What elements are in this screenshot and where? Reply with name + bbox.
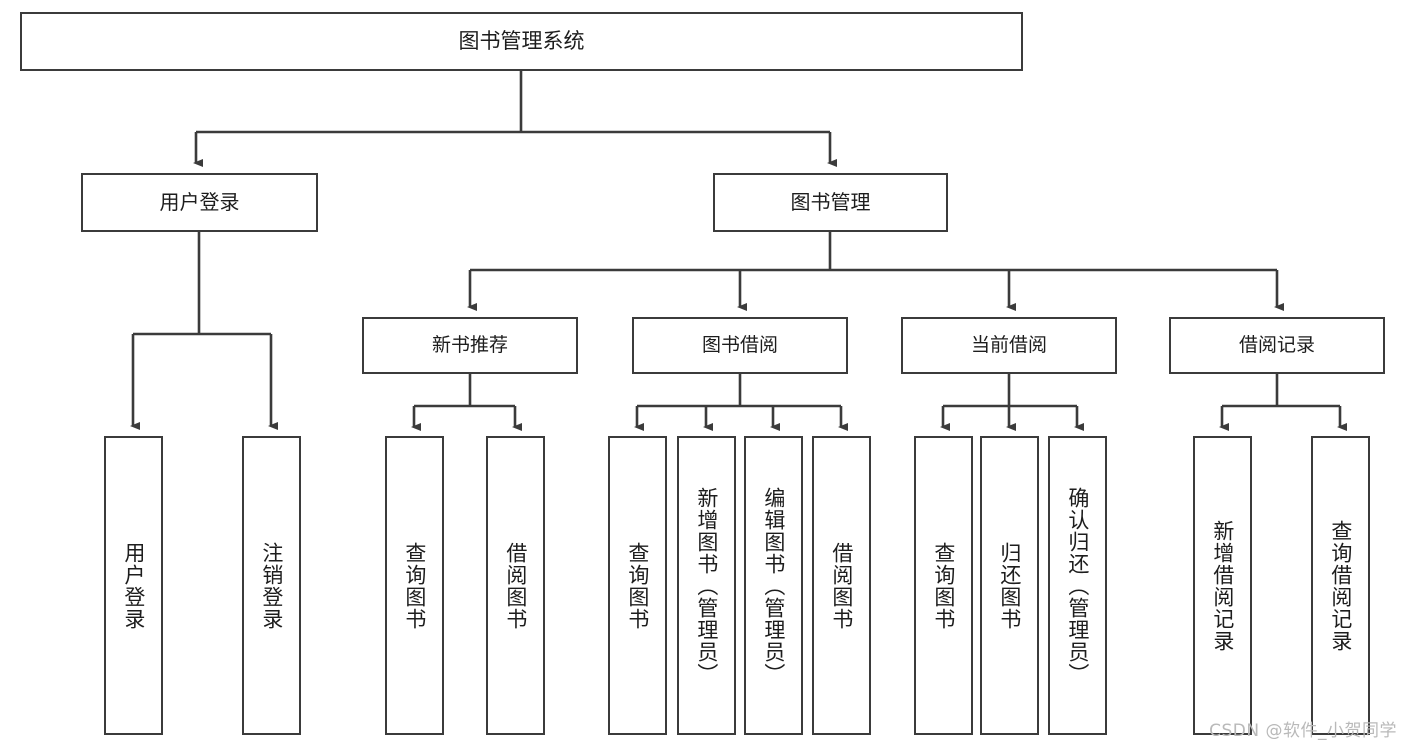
leaf-book-borrow-edit-book-admin[interactable]: 编辑图书（管理员） bbox=[744, 436, 803, 735]
leaf-book-borrow-query-book[interactable]: 查询图书 bbox=[608, 436, 667, 735]
leaf-label: 查询图书 bbox=[402, 541, 427, 630]
leaf-current-borrow-confirm-return-admin[interactable]: 确认归还（管理员） bbox=[1048, 436, 1107, 735]
leaf-label: 新增图书（管理员） bbox=[694, 486, 719, 685]
leaf-borrow-record-add-record[interactable]: 新增借阅记录 bbox=[1193, 436, 1252, 735]
leaf-current-borrow-return-book[interactable]: 归还图书 bbox=[980, 436, 1039, 735]
leaf-label: 查询图书 bbox=[625, 541, 650, 630]
leaf-label: 查询图书 bbox=[931, 541, 956, 630]
leaf-label: 注销登录 bbox=[259, 541, 284, 630]
node-new-book-recommend[interactable]: 新书推荐 bbox=[362, 317, 578, 374]
leaf-user-login-do-login[interactable]: 用户登录 bbox=[104, 436, 163, 735]
node-book-borrow[interactable]: 图书借阅 bbox=[632, 317, 848, 374]
node-book-management[interactable]: 图书管理 bbox=[713, 173, 948, 232]
leaf-label: 用户登录 bbox=[121, 541, 146, 630]
leaf-new-book-query-book[interactable]: 查询图书 bbox=[385, 436, 444, 735]
leaf-new-book-borrow-book[interactable]: 借阅图书 bbox=[486, 436, 545, 735]
leaf-book-borrow-add-book-admin[interactable]: 新增图书（管理员） bbox=[677, 436, 736, 735]
leaf-label: 借阅图书 bbox=[503, 541, 528, 630]
node-user-login[interactable]: 用户登录 bbox=[81, 173, 318, 232]
leaf-label: 编辑图书（管理员） bbox=[761, 486, 786, 685]
leaf-label: 确认归还（管理员） bbox=[1065, 486, 1090, 685]
node-current-borrow[interactable]: 当前借阅 bbox=[901, 317, 1117, 374]
leaf-borrow-record-query-record[interactable]: 查询借阅记录 bbox=[1311, 436, 1370, 735]
watermark: CSDN @软件_小贺同学 bbox=[1209, 721, 1397, 741]
leaf-label: 查询借阅记录 bbox=[1328, 519, 1353, 652]
node-root-system[interactable]: 图书管理系统 bbox=[20, 12, 1023, 71]
leaf-label: 归还图书 bbox=[997, 541, 1022, 630]
node-borrow-record[interactable]: 借阅记录 bbox=[1169, 317, 1385, 374]
leaf-book-borrow-borrow-book[interactable]: 借阅图书 bbox=[812, 436, 871, 735]
leaf-current-borrow-query-book[interactable]: 查询图书 bbox=[914, 436, 973, 735]
leaf-label: 新增借阅记录 bbox=[1210, 519, 1235, 652]
leaf-user-login-logout[interactable]: 注销登录 bbox=[242, 436, 301, 735]
leaf-label: 借阅图书 bbox=[829, 541, 854, 630]
